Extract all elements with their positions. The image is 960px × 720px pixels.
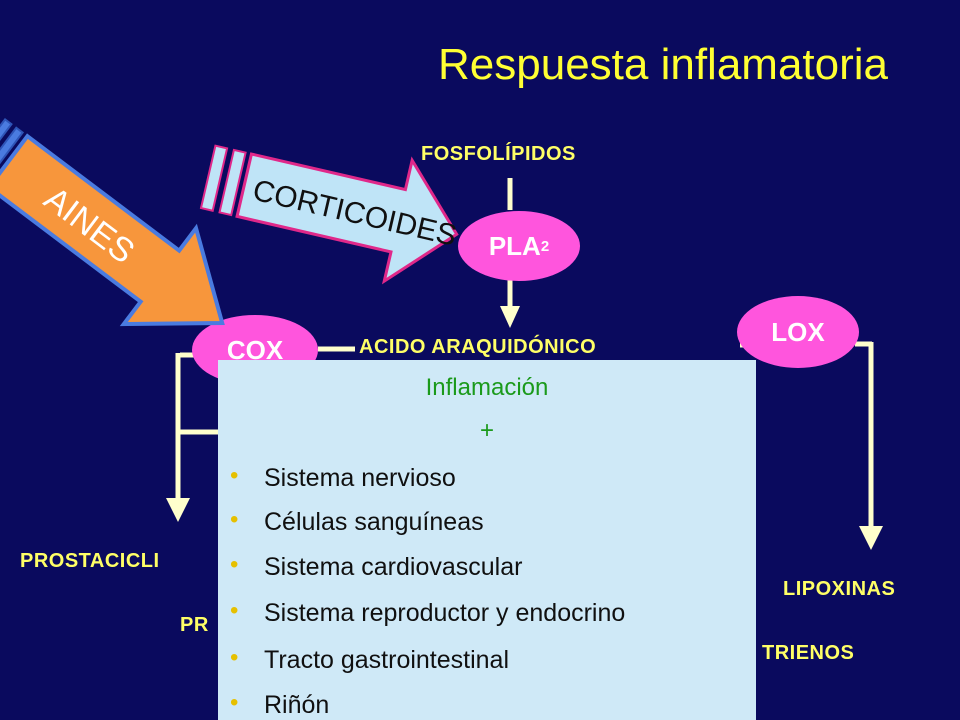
arrowhead-prostaciclinas bbox=[166, 498, 190, 522]
info-plus: + bbox=[479, 417, 494, 444]
enzyme-lox-label: LOX bbox=[771, 316, 825, 347]
label-acido-araquidonico: ACIDO ARAQUIDÓNICO bbox=[359, 336, 597, 358]
enzyme-pla2-label: PLA bbox=[488, 230, 541, 261]
info-title: Inflamación bbox=[425, 374, 549, 401]
info-item: Sistema cardiovascular bbox=[230, 551, 522, 582]
label-prostaglandinas: PR bbox=[180, 614, 209, 636]
label-prostaciclinas: PROSTACICLI bbox=[20, 550, 160, 572]
arrowhead-acido bbox=[500, 306, 520, 328]
enzyme-cox-label: COX bbox=[226, 334, 284, 365]
aines-arrow-body bbox=[0, 133, 225, 327]
label-lipoxinas: LIPOXINAS bbox=[783, 578, 896, 600]
label-leucotrienos: TRIENOS bbox=[762, 642, 855, 664]
info-item: Riñón bbox=[230, 689, 329, 720]
corticoides-arrow-body bbox=[235, 152, 459, 285]
enzyme-pla2-subscript: 2 bbox=[540, 237, 550, 255]
arrowhead-lipoxinas bbox=[859, 526, 883, 550]
label-fosfolipidos: FOSFOLÍPIDOS bbox=[421, 143, 576, 165]
enzyme-lox: LOX bbox=[737, 296, 859, 368]
info-box: Inflamación + Sistema nervioso Células s… bbox=[218, 360, 756, 720]
info-item: Sistema reproductor y endocrino bbox=[230, 597, 625, 628]
info-item: Tracto gastrointestinal bbox=[230, 644, 509, 675]
slide-title: Respuesta inflamatoria bbox=[438, 40, 889, 89]
info-item: Sistema nervioso bbox=[230, 462, 456, 493]
info-item: Células sanguíneas bbox=[230, 506, 484, 537]
